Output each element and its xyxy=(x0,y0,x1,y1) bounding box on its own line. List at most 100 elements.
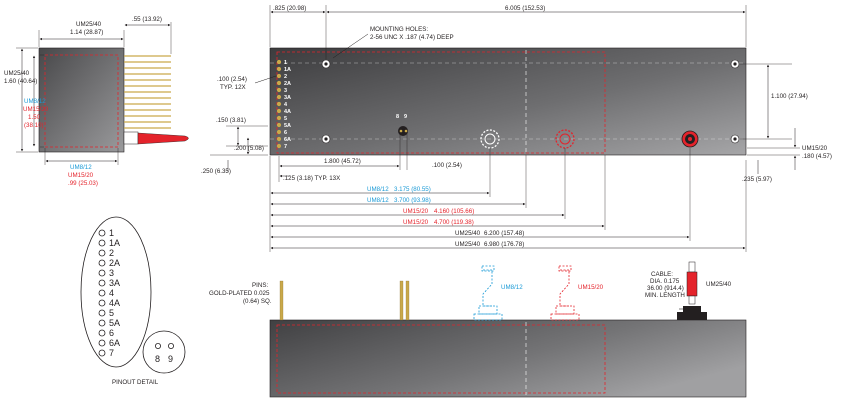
front-connector-um812 xyxy=(473,265,503,321)
cable-dia: DIA. 0.175 xyxy=(650,278,680,285)
pins-8-9: 8 9 xyxy=(396,114,408,136)
right-model-value: .180 (4.57) xyxy=(802,153,832,160)
front-view: PINS: GOLD-PLATED 0.025 (0.64) SQ. UM8/1… xyxy=(209,261,747,398)
pinout-aux-connector: 8 9 xyxy=(142,330,186,374)
side-um1520-label: UM15/20 xyxy=(23,106,49,113)
mounting-holes xyxy=(321,59,740,144)
dim-um812-a-model: UM8/12 xyxy=(367,186,389,193)
top-overall-length: 6.005 (152.53) xyxy=(505,5,545,12)
side-inner-height-mm: (38.10) xyxy=(24,122,44,129)
top-pin-label: 7 xyxy=(284,144,287,150)
pinout-label: 7 xyxy=(109,348,114,358)
dim-um2540-b-value: 6.980 (176.78) xyxy=(484,241,524,248)
cable-title: CABLE: xyxy=(651,271,673,278)
pinout-label: 6A xyxy=(109,338,120,348)
cable-min-length: MIN. LENGTH xyxy=(645,292,685,299)
pin-89-spacing: .100 (2.54) xyxy=(432,162,462,169)
length-dimensions: UM8/12 3.175 (80.55) UM8/12 3.700 (93.98… xyxy=(269,148,747,252)
top-pin-label: 6A xyxy=(284,137,291,143)
dim-um2540-b-model: UM25/40 xyxy=(455,241,481,248)
side-inner-height: 1.50 xyxy=(28,114,41,121)
top-pin-label: 4A xyxy=(284,109,291,115)
dim-um812-a-value: 3.175 (80.55) xyxy=(394,186,431,193)
pin-8-label: 8 xyxy=(396,114,399,120)
front-connector-um1520 xyxy=(550,265,580,321)
pinout-outline xyxy=(80,216,152,368)
pin-typ: .125 (3.18) TYP. 13X xyxy=(283,175,340,182)
pin-9-label: 9 xyxy=(404,114,407,120)
dim-um812-b-value: 3.700 (93.98) xyxy=(394,197,431,204)
front-inner-outline xyxy=(276,324,606,394)
dim-um1520-a-model: UM15/20 xyxy=(403,208,429,215)
front-connector-um2540-label: UM25/40 xyxy=(706,281,732,288)
side-um812-label: UM8/12 xyxy=(24,98,46,105)
pin-block-width: 1.800 (45.72) xyxy=(324,158,361,165)
front-connector-um2540 xyxy=(677,261,707,320)
top-pin-label: 5A xyxy=(284,123,291,129)
cable-length: 36.00 (914.4) xyxy=(647,285,684,292)
side-inner-outline xyxy=(44,54,119,148)
top-pin-label: 2A xyxy=(284,81,291,87)
side-height-value: 1.60 (40.64) xyxy=(4,78,37,85)
dim-um1520-b-model: UM15/20 xyxy=(403,219,429,226)
front-pins xyxy=(279,280,410,321)
pinout-label: 3 xyxy=(109,268,114,278)
side-bottom-um812: UM8/12 xyxy=(70,164,92,171)
pinout-label: 4 xyxy=(109,288,114,298)
pinout-label: 5A xyxy=(109,318,120,328)
dim-um2540-a-value: 6.200 (157.48) xyxy=(484,230,524,237)
mounting-title: MOUNTING HOLES: xyxy=(370,26,428,33)
top-pin-label: 1 xyxy=(284,60,287,66)
left-200: .200 (5.08) xyxy=(234,145,264,152)
mounting-spec: 2-56 UNC X .187 (4.74) DEEP xyxy=(370,34,454,41)
pinout-aux-9: 9 xyxy=(168,354,173,364)
pinout-label: 1 xyxy=(109,228,114,238)
top-body xyxy=(269,47,747,156)
top-pin-label: 4 xyxy=(284,102,288,108)
front-pins-title: PINS: xyxy=(252,282,268,289)
top-view: 1 1A 2 2A 3 3A 4 4A 5 5A 6 6A 7 xyxy=(201,5,832,183)
top-inner-outline xyxy=(276,51,606,154)
side-view: UM25/40 1.14 (28.87) .55 (13.92) UM25/40… xyxy=(4,16,189,187)
side-pins xyxy=(124,55,171,129)
right-bottom-value: .235 (5.97) xyxy=(742,176,772,183)
hole-spacing: 1.100 (27.94) xyxy=(771,93,808,100)
right-model-label: UM15/20 xyxy=(802,145,828,152)
front-pins-spec: GOLD-PLATED 0.025 xyxy=(209,290,270,297)
pin-pitch: .100 (2.54) xyxy=(217,76,247,83)
dim-um1520-a-value: 4.160 (105.66) xyxy=(434,208,474,215)
side-width-label: UM25/40 xyxy=(76,21,102,28)
dim-um2540-a-model: UM25/40 xyxy=(455,230,481,237)
pin-pitch-note: TYP. 12X xyxy=(220,84,246,91)
left-250: .250 (6.35) xyxy=(201,168,231,175)
top-pin-label: 3A xyxy=(284,95,291,101)
side-cable xyxy=(123,131,189,145)
pinout-label: 5 xyxy=(109,308,114,318)
side-height-label: UM25/40 xyxy=(4,70,30,77)
side-body xyxy=(38,47,125,153)
side-bottom-value: .99 (25.03) xyxy=(68,180,98,187)
pinout-label: 1A xyxy=(109,238,120,248)
top-pin-label: 5 xyxy=(284,116,287,122)
top-pin-label: 3 xyxy=(284,88,287,94)
dim-um1520-b-value: 4.700 (119.38) xyxy=(434,219,474,226)
pinout-label: 6 xyxy=(109,328,114,338)
front-pins-size: (0.64) SQ. xyxy=(243,298,272,305)
dim-um812-b-model: UM8/12 xyxy=(367,197,389,204)
front-connector-um1520-label: UM15/20 xyxy=(578,284,604,291)
pinout-label: 4A xyxy=(109,298,120,308)
top-pin-label: 2 xyxy=(284,74,287,80)
side-width-value: 1.14 (28.87) xyxy=(70,29,103,36)
pinout-label: 3A xyxy=(109,278,120,288)
top-pin-column: 1 1A 2 2A 3 3A 4 4A 5 5A 6 6A 7 xyxy=(276,59,291,150)
pinout-aux-8: 8 xyxy=(155,354,160,364)
left-150: .150 (3.81) xyxy=(216,117,246,124)
pinout-label: 2A xyxy=(109,258,120,268)
connector-um2540-top xyxy=(681,130,699,148)
pinout-caption: PINOUT DETAIL xyxy=(112,379,159,386)
side-pin-extension: .55 (13.92) xyxy=(132,16,162,23)
front-body xyxy=(269,319,747,398)
front-connector-um812-label: UM8/12 xyxy=(501,284,523,291)
pinout-detail: 1 1A 2 2A 3 3A 4 4A 5 5A 6 6A 7 8 9 PINO… xyxy=(80,216,186,386)
